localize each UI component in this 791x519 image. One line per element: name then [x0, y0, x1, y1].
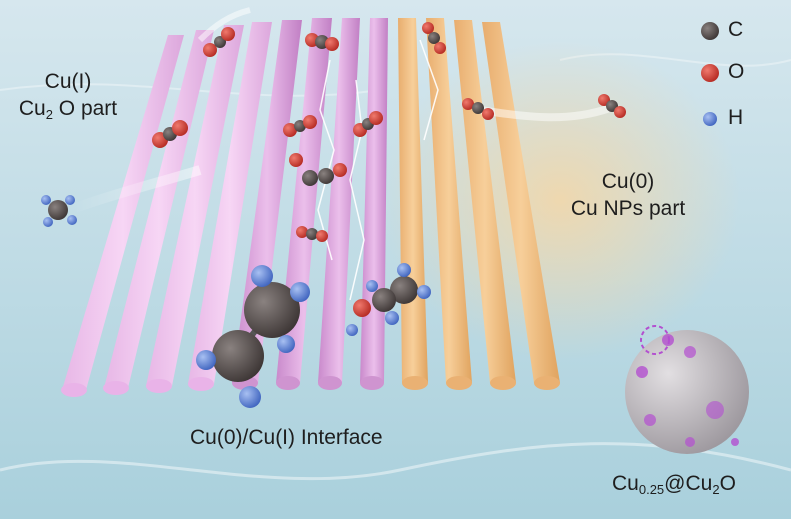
legend-label-hydrogen: H [728, 106, 744, 129]
legend-hydrogen-icon [703, 112, 717, 126]
cu2o-rods [62, 22, 272, 390]
catalyst-label: Cu0.25@Cu2O [612, 472, 736, 497]
cu2o-rod [188, 22, 272, 384]
legend-carbon-icon [701, 22, 719, 40]
co2-molecule [598, 94, 626, 118]
co2-molecule [296, 226, 328, 242]
cu-nps-part-label: Cu(0) Cu NPs part [548, 168, 708, 222]
hydrogen-atom [196, 350, 216, 370]
cu2o-part-label: Cu(I) Cu2 O part [8, 68, 128, 122]
molecule-trails [68, 7, 612, 215]
mid-molecule [346, 263, 431, 336]
electron-sparks [317, 39, 439, 301]
oxygen-atom [353, 299, 371, 317]
legend-label-carbon: C [728, 18, 744, 41]
co2-molecules [152, 22, 626, 242]
hydrogen-atom [239, 386, 261, 408]
co2-molecule [152, 120, 188, 148]
cu2o-formula: Cu2 O part [18, 97, 118, 122]
co2-molecule [289, 153, 347, 186]
cu2o-rod [146, 25, 244, 386]
interface-rod [232, 20, 302, 383]
co2-molecule [353, 111, 383, 137]
cu1-oxidation-state: Cu(I) [44, 70, 92, 93]
hydrogen-atom [290, 282, 310, 302]
carbon-atom [244, 282, 300, 338]
cu2o-rod [104, 30, 214, 388]
rod-caps [61, 376, 560, 397]
co2-molecule [462, 98, 494, 120]
cu-np-rod [426, 18, 472, 383]
co2-molecule [422, 22, 446, 54]
large-molecule [196, 265, 310, 408]
interface-label: Cu(0)/Cu(I) Interface [190, 426, 383, 449]
catalyst-sphere [625, 325, 749, 454]
hydrogen-atom [277, 335, 295, 353]
hydrogen-atom [346, 324, 358, 336]
carbon-atom [212, 330, 264, 382]
hydrogen-atom [397, 263, 411, 277]
cu0-oxidation-state: Cu(0) [601, 170, 655, 193]
carbon-atom [372, 288, 396, 312]
left-molecule [41, 195, 77, 227]
cu-nps-text: Cu NPs part [570, 197, 686, 220]
hydrogen-atom [251, 265, 273, 287]
legend-atoms [701, 22, 719, 126]
carbon-atom [390, 276, 418, 304]
cu2o-rod [62, 35, 184, 390]
legend-oxygen-icon [701, 64, 719, 82]
interface-rod [318, 18, 360, 383]
co2-molecule [203, 27, 235, 57]
legend-label-oxygen: O [728, 60, 745, 83]
co2-molecule [305, 33, 339, 51]
co2-molecule [283, 115, 317, 137]
hydrogen-atom [366, 280, 378, 292]
hydrogen-atom [385, 311, 399, 325]
hydrogen-atom [417, 285, 431, 299]
cu-np-rod [454, 20, 516, 383]
